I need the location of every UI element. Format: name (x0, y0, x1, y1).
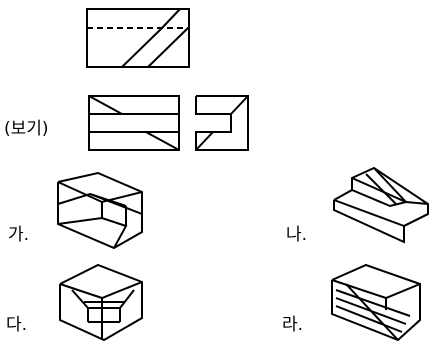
side-view-diagonal (230, 95, 249, 115)
option-ra-slant (345, 283, 399, 341)
option-ga-slant (89, 193, 127, 207)
option-na-edge (403, 213, 429, 227)
option-na-slant (365, 173, 397, 205)
side-view-outline (195, 95, 249, 151)
option-ra-drawing[interactable] (326, 262, 426, 344)
option-da-step (71, 289, 135, 309)
option-da-outline (59, 263, 143, 342)
option-da-label: 다. (6, 315, 28, 335)
top-view-hatch-line (161, 8, 181, 29)
top-view-drawing (86, 8, 190, 68)
option-ra-label: 라. (282, 315, 304, 335)
front-view-diagonal (88, 95, 123, 115)
top-view-hatch-line (147, 27, 189, 68)
side-view-diagonal (195, 131, 214, 151)
front-view-drawing (88, 95, 180, 151)
example-label: (보기) (4, 119, 49, 139)
option-ra-outline (331, 263, 421, 342)
option-na-slant (373, 167, 407, 203)
option-ga-step (57, 216, 128, 249)
option-ga-top-edge (57, 181, 143, 204)
option-na-step (351, 177, 429, 205)
option-da-drawing[interactable] (58, 262, 146, 344)
option-na-drawing[interactable] (330, 164, 432, 246)
option-ga-drawing[interactable] (50, 170, 150, 252)
front-view-outline (88, 95, 180, 151)
option-ra-top-edge (331, 279, 421, 300)
option-ra-step (335, 305, 403, 333)
option-na-outline (333, 166, 429, 244)
option-ra-step (335, 289, 411, 317)
side-view-drawing (195, 95, 249, 151)
option-ga-outline (57, 171, 143, 250)
top-view-hatch-line (121, 27, 163, 68)
top-view-outline (86, 8, 190, 68)
option-na-label: 나. (286, 225, 308, 245)
option-ga-label: 가. (8, 225, 30, 245)
option-na-top-edge (333, 199, 405, 227)
front-view-diagonal (145, 131, 180, 151)
option-na-step (351, 189, 407, 208)
